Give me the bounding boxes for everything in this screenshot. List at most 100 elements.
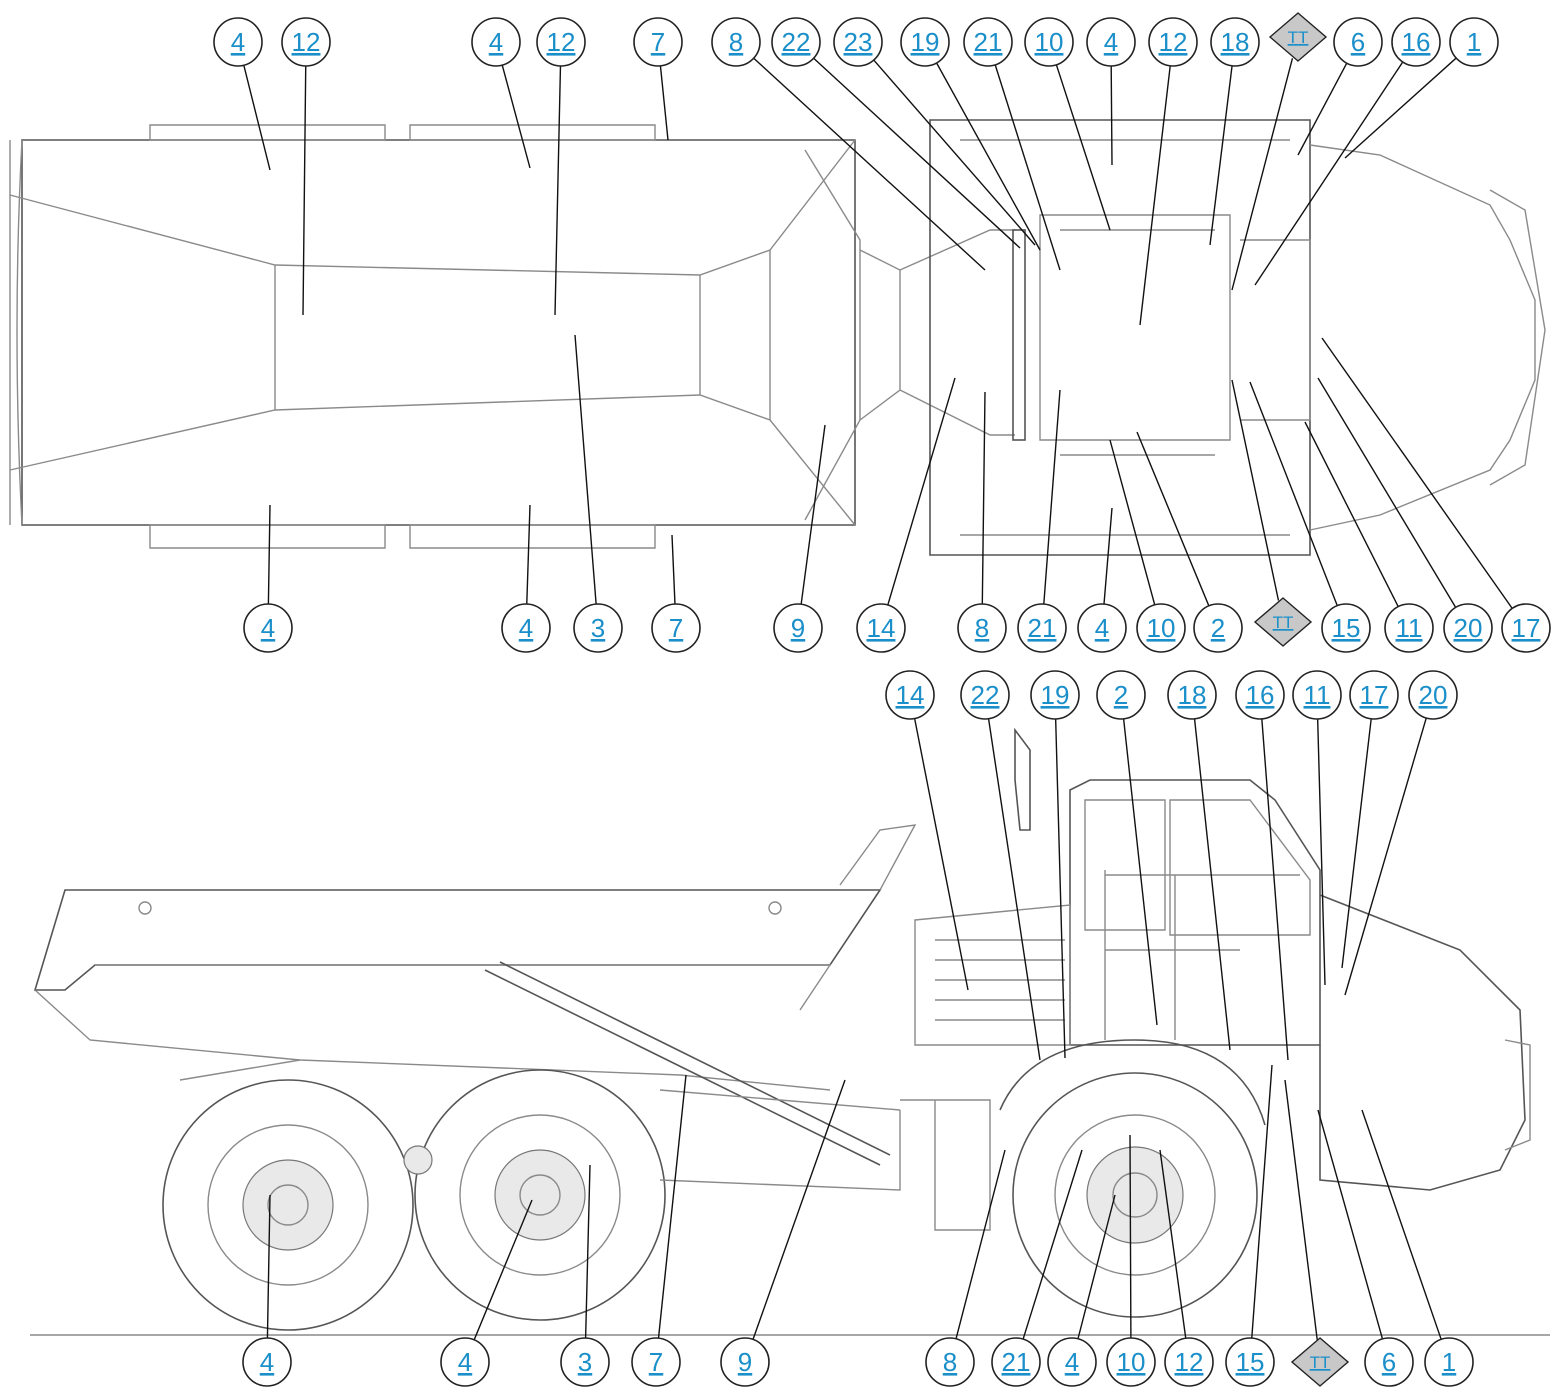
callout-link-text[interactable]: 4 <box>519 613 533 643</box>
top_view-callout-14[interactable]: 14 <box>856 603 906 653</box>
callout-link-text[interactable]: 23 <box>844 27 873 57</box>
callout-link-text[interactable]: 17 <box>1360 680 1389 710</box>
callout-link-text[interactable]: 7 <box>649 1347 663 1377</box>
callout-link-text[interactable]: 21 <box>1028 613 1057 643</box>
callout-link-text[interactable]: 14 <box>896 680 925 710</box>
top_view-callout-4[interactable]: 4 <box>1086 17 1136 67</box>
callout-link-text[interactable]: 2 <box>1114 680 1128 710</box>
callout-link-text[interactable]: 22 <box>782 27 811 57</box>
callout-link-text[interactable]: 15 <box>1236 1347 1265 1377</box>
top_view-callout-10[interactable]: 10 <box>1024 17 1074 67</box>
callout-link-text[interactable]: 12 <box>1175 1347 1204 1377</box>
top_view-callout-21[interactable]: 21 <box>1017 603 1067 653</box>
top_view-callout-12[interactable]: 12 <box>536 17 586 67</box>
callout-link-text[interactable]: 19 <box>1041 680 1070 710</box>
top_view-callout-22[interactable]: 22 <box>771 17 821 67</box>
side_view-callout-10[interactable]: 10 <box>1106 1337 1156 1387</box>
callout-link-text[interactable]: 3 <box>578 1347 592 1377</box>
side_view-callout-7[interactable]: 7 <box>631 1337 681 1387</box>
callout-link-text[interactable]: 4 <box>1104 27 1118 57</box>
callout-link-text[interactable]: 20 <box>1419 680 1448 710</box>
callout-link-text[interactable]: TT <box>1273 613 1294 632</box>
callout-link-text[interactable]: 4 <box>1065 1347 1079 1377</box>
side_view-callout-11[interactable]: 11 <box>1292 670 1342 720</box>
top_view-callout-15[interactable]: 15 <box>1321 603 1371 653</box>
callout-link-text[interactable]: 10 <box>1117 1347 1146 1377</box>
callout-link-text[interactable]: TT <box>1288 28 1309 47</box>
callout-link-text[interactable]: 7 <box>651 27 665 57</box>
side_view-callout-22[interactable]: 22 <box>960 670 1010 720</box>
callout-link-text[interactable]: 9 <box>791 613 805 643</box>
callout-link-text[interactable]: 12 <box>292 27 321 57</box>
side_view-callout-17[interactable]: 17 <box>1349 670 1399 720</box>
top_view-callout-8[interactable]: 8 <box>711 17 761 67</box>
side_view-callout-4[interactable]: 4 <box>1047 1337 1097 1387</box>
top_view-callout-4[interactable]: 4 <box>471 17 521 67</box>
top_view-callout-17[interactable]: 17 <box>1501 603 1551 653</box>
callout-link-text[interactable]: 16 <box>1246 680 1275 710</box>
callout-link-text[interactable]: 8 <box>975 613 989 643</box>
side_view-callout-18[interactable]: 18 <box>1167 670 1217 720</box>
side_view-callout-15[interactable]: 15 <box>1225 1337 1275 1387</box>
side_view-callout-19[interactable]: 19 <box>1030 670 1080 720</box>
side_view-callout-16[interactable]: 16 <box>1235 670 1285 720</box>
callout-link-text[interactable]: TT <box>1310 1353 1331 1372</box>
callout-link-text[interactable]: 4 <box>261 613 275 643</box>
callout-link-text[interactable]: 21 <box>1002 1347 1031 1377</box>
top_view-callout-1[interactable]: 1 <box>1449 17 1499 67</box>
top_view-callout-18[interactable]: 18 <box>1210 17 1260 67</box>
callout-link-text[interactable]: 4 <box>489 27 503 57</box>
side_view-callout-20[interactable]: 20 <box>1408 670 1458 720</box>
callout-link-text[interactable]: 11 <box>1304 680 1331 710</box>
callout-link-text[interactable]: 10 <box>1035 27 1064 57</box>
callout-link-text[interactable]: 7 <box>669 613 683 643</box>
top_view-callout-4[interactable]: 4 <box>213 17 263 67</box>
side_view-callout-2[interactable]: 2 <box>1096 670 1146 720</box>
top_view-callout-16[interactable]: 16 <box>1391 17 1441 67</box>
top_view-callout-12[interactable]: 12 <box>1148 17 1198 67</box>
callout-link-text[interactable]: 14 <box>867 613 896 643</box>
top_view-callout-4[interactable]: 4 <box>243 603 293 653</box>
top_view-callout-23[interactable]: 23 <box>833 17 883 67</box>
callout-link-text[interactable]: 20 <box>1454 613 1483 643</box>
top_view-callout-TT[interactable]: TT <box>1253 597 1313 647</box>
side_view-callout-4[interactable]: 4 <box>242 1337 292 1387</box>
callout-link-text[interactable]: 17 <box>1512 613 1541 643</box>
callout-link-text[interactable]: 4 <box>458 1347 472 1377</box>
top_view-callout-20[interactable]: 20 <box>1443 603 1493 653</box>
side_view-callout-1[interactable]: 1 <box>1424 1337 1474 1387</box>
callout-link-text[interactable]: 9 <box>738 1347 752 1377</box>
side_view-callout-8[interactable]: 8 <box>925 1337 975 1387</box>
top_view-callout-4[interactable]: 4 <box>1077 603 1127 653</box>
callout-link-text[interactable]: 19 <box>911 27 940 57</box>
side_view-callout-TT[interactable]: TT <box>1290 1337 1350 1387</box>
callout-link-text[interactable]: 10 <box>1147 613 1176 643</box>
callout-link-text[interactable]: 15 <box>1332 613 1361 643</box>
callout-link-text[interactable]: 18 <box>1221 27 1250 57</box>
top_view-callout-12[interactable]: 12 <box>281 17 331 67</box>
side_view-callout-21[interactable]: 21 <box>991 1337 1041 1387</box>
side_view-callout-9[interactable]: 9 <box>720 1337 770 1387</box>
side_view-callout-12[interactable]: 12 <box>1164 1337 1214 1387</box>
callout-link-text[interactable]: 2 <box>1211 613 1225 643</box>
side_view-callout-6[interactable]: 6 <box>1364 1337 1414 1387</box>
callout-link-text[interactable]: 12 <box>547 27 576 57</box>
callout-link-text[interactable]: 4 <box>1095 613 1109 643</box>
callout-link-text[interactable]: 3 <box>591 613 605 643</box>
top_view-callout-19[interactable]: 19 <box>900 17 950 67</box>
side_view-callout-14[interactable]: 14 <box>885 670 935 720</box>
callout-link-text[interactable]: 11 <box>1396 613 1423 643</box>
callout-link-text[interactable]: 4 <box>231 27 245 57</box>
callout-link-text[interactable]: 22 <box>971 680 1000 710</box>
callout-link-text[interactable]: 1 <box>1467 27 1481 57</box>
top_view-callout-3[interactable]: 3 <box>573 603 623 653</box>
callout-link-text[interactable]: 4 <box>260 1347 274 1377</box>
top_view-callout-2[interactable]: 2 <box>1193 603 1243 653</box>
callout-link-text[interactable]: 6 <box>1351 27 1365 57</box>
side_view-callout-4[interactable]: 4 <box>440 1337 490 1387</box>
top_view-callout-7[interactable]: 7 <box>651 603 701 653</box>
callout-link-text[interactable]: 12 <box>1159 27 1188 57</box>
top_view-callout-10[interactable]: 10 <box>1136 603 1186 653</box>
side_view-callout-3[interactable]: 3 <box>560 1337 610 1387</box>
callout-link-text[interactable]: 1 <box>1442 1347 1456 1377</box>
